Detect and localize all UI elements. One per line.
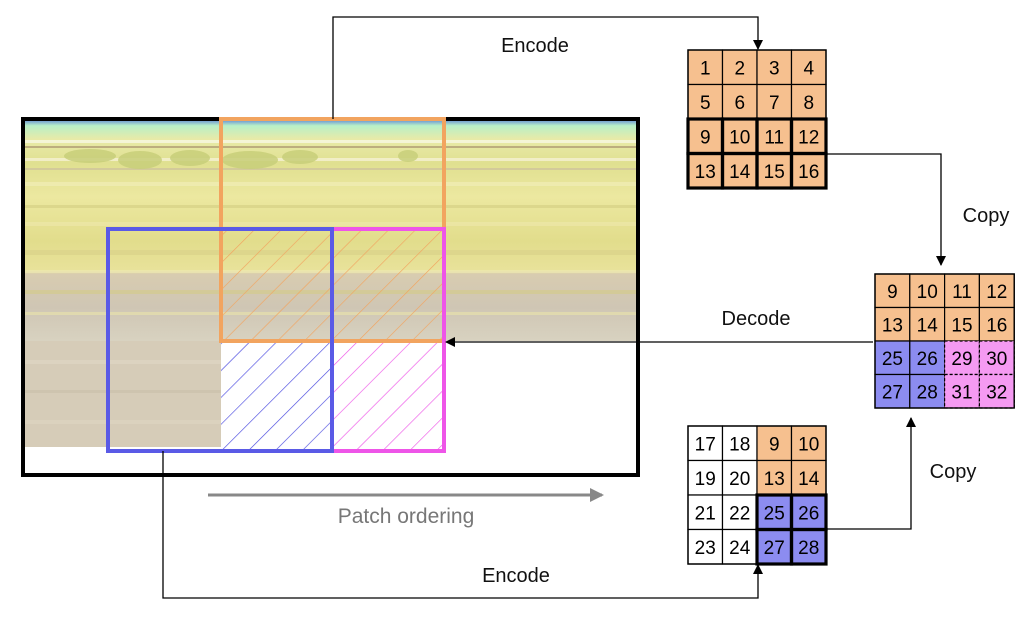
image-blobs bbox=[64, 149, 418, 169]
grid-cell-number: 13 bbox=[882, 315, 903, 336]
grid-cell-number: 22 bbox=[729, 503, 750, 524]
grid-cell bbox=[756, 494, 793, 531]
grid-cell-number: 8 bbox=[803, 93, 814, 114]
copy-bottom-arrow bbox=[826, 417, 916, 530]
grid-cell-number: 23 bbox=[695, 538, 716, 559]
grid-cell bbox=[721, 459, 758, 496]
grid-cell-number: 24 bbox=[729, 538, 751, 559]
grid-cell-number: 27 bbox=[882, 382, 903, 403]
grid-cell bbox=[687, 528, 724, 565]
encode-top-label: Encode bbox=[501, 35, 569, 57]
grid-cell-number: 15 bbox=[764, 162, 785, 183]
grid-cell bbox=[687, 494, 724, 531]
grid-cell-number: 30 bbox=[986, 349, 1007, 370]
grid-cell-number: 10 bbox=[729, 127, 750, 148]
grid-cell-number: 3 bbox=[769, 58, 780, 79]
grid-cell bbox=[756, 118, 793, 155]
copy-bottom-label: Copy bbox=[930, 461, 977, 483]
grid-cell-number: 31 bbox=[951, 382, 972, 403]
grid-cell bbox=[790, 459, 827, 496]
blue-patch-window bbox=[106, 227, 334, 453]
grid-cell bbox=[943, 306, 980, 342]
grid-cell-number: 29 bbox=[951, 349, 972, 370]
grid-cell-number: 9 bbox=[700, 127, 711, 148]
grid-cell-number: 11 bbox=[952, 282, 972, 303]
grid-cell-number: 28 bbox=[798, 538, 819, 559]
grid-cell-number: 15 bbox=[951, 315, 972, 336]
grid-cell-number: 11 bbox=[764, 127, 784, 148]
grid-cell-number: 14 bbox=[729, 162, 751, 183]
grid-cell-number: 10 bbox=[917, 282, 938, 303]
grid-cell bbox=[943, 373, 980, 409]
grid-cell-number: 13 bbox=[695, 162, 716, 183]
grid-cell-number: 12 bbox=[986, 282, 1007, 303]
grid-cell-number: 16 bbox=[986, 315, 1007, 336]
copy-top-label: Copy bbox=[963, 205, 1010, 227]
grid-cell-number: 9 bbox=[887, 282, 898, 303]
grid-cell-number: 5 bbox=[700, 93, 711, 114]
patch-ordering-label: Patch ordering bbox=[338, 505, 475, 528]
grid-frame bbox=[874, 273, 1015, 409]
grid-cell-number: 6 bbox=[734, 93, 745, 114]
copy-top-arrow bbox=[826, 153, 946, 266]
grid-cell-number: 4 bbox=[803, 58, 814, 79]
grid-cell-number: 28 bbox=[917, 382, 938, 403]
encode-top-arrow bbox=[332, 16, 763, 119]
middle-latent-grid: 9 10 11 12 13 14 15 16 25 26 29 30 27 28 31 32 bbox=[874, 273, 1015, 409]
grid-cell-number: 26 bbox=[798, 503, 819, 524]
grid-cell bbox=[721, 118, 758, 155]
grid-cell-number: 20 bbox=[729, 469, 750, 490]
grid-cell-number: 9 bbox=[769, 434, 780, 455]
bottom-latent-grid: 17 18 9 10 19 20 13 14 21 22 25 26 23 24 27 28 bbox=[687, 425, 828, 566]
grid-cell-number: 16 bbox=[798, 162, 819, 183]
grid-cell-number: 7 bbox=[769, 93, 780, 114]
decode-label: Decode bbox=[722, 308, 791, 330]
magenta-hatched-region bbox=[332, 341, 444, 451]
encode-bottom-arrow bbox=[162, 451, 763, 599]
grid-cell-number: 19 bbox=[695, 469, 716, 490]
grid-cell bbox=[790, 425, 827, 462]
grid-cell-number: 26 bbox=[917, 349, 938, 370]
grid-cell-number: 14 bbox=[798, 469, 820, 490]
grid-cell-number: 1 bbox=[700, 58, 711, 79]
grid-cell bbox=[978, 306, 1015, 342]
image-lower-strip bbox=[23, 341, 221, 447]
grid-cell-number: 21 bbox=[695, 503, 716, 524]
grid-cell bbox=[909, 306, 946, 342]
blue-hatched-region bbox=[221, 341, 332, 451]
grid-cell bbox=[790, 494, 827, 531]
grid-cell-number: 2 bbox=[734, 58, 745, 79]
grid-cell-number: 12 bbox=[798, 127, 819, 148]
grid-cell-number: 25 bbox=[882, 349, 903, 370]
encode-bottom-label: Encode bbox=[482, 565, 550, 587]
grid-cell bbox=[721, 425, 758, 462]
grid-cell-number: 25 bbox=[764, 503, 785, 524]
grid-cell bbox=[790, 83, 827, 120]
grid-cell-number: 18 bbox=[729, 434, 750, 455]
grid-cell-number: 13 bbox=[764, 469, 785, 490]
grid-cell-number: 32 bbox=[986, 382, 1007, 403]
grid-frame bbox=[687, 49, 827, 189]
grid-cell-number: 17 bbox=[695, 434, 716, 455]
grid-cell-number: 27 bbox=[764, 538, 785, 559]
grid-cell-number: 10 bbox=[798, 434, 819, 455]
grid-cell-number: 14 bbox=[917, 315, 939, 336]
